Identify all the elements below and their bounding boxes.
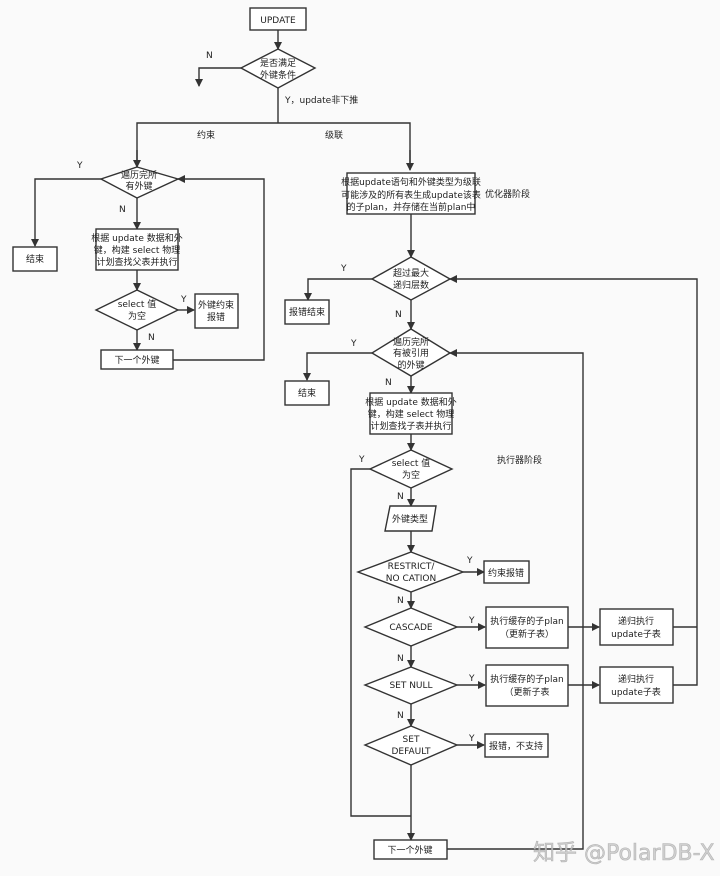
label-y: Y xyxy=(468,734,475,744)
executor-phase-annotation: 执行器阶段 xyxy=(497,454,542,466)
start-update-label: UPDATE xyxy=(260,16,296,26)
right-traverse-line3: 的外键 xyxy=(397,359,424,371)
right-build-line1: 根据 update 数据和外 xyxy=(365,396,456,408)
edge-split xyxy=(136,122,411,168)
right-setdefault-line1: SET xyxy=(403,735,420,745)
label-n: N xyxy=(397,492,404,502)
left-select-line2: 为空 xyxy=(128,310,146,322)
right-error-end-node xyxy=(284,299,330,325)
right-recurse2-line1: 递归执行 xyxy=(618,673,654,685)
label-y: Y xyxy=(340,264,347,274)
right-cascade-label: CASCADE xyxy=(389,623,433,633)
right-restrict-line1: RESTRICT/ xyxy=(388,562,436,572)
right-exec-subplan-node-1 xyxy=(485,606,569,649)
right-build-line2: 键，构建 select 物理 xyxy=(368,408,454,420)
label-constraint: 约束 xyxy=(197,129,215,141)
right-gen-subplan-node xyxy=(346,172,476,215)
right-recurse2-line2: update子表 xyxy=(611,686,661,698)
label-y: Y xyxy=(358,455,365,465)
right-gen-line2: 可能涉及的所有表生成update该表 xyxy=(341,189,481,201)
optimizer-phase-annotation: 优化器阶段 xyxy=(485,188,530,200)
edge-loop-recursion xyxy=(449,275,698,686)
right-gen-line3: 的子plan，并存储在当前plan中 xyxy=(347,201,476,213)
right-end-label: 结束 xyxy=(298,387,316,399)
edge-yes xyxy=(31,178,101,247)
edge-no xyxy=(195,67,241,87)
right-recurse1-line1: 递归执行 xyxy=(618,615,654,627)
right-exec1-line1: 执行缓存的子plan xyxy=(490,615,563,627)
left-build-line3: 计划查找父表并执行 xyxy=(96,256,177,268)
fk-condition-line1: 是否满足 xyxy=(260,58,296,69)
right-constraint-error-label: 约束报错 xyxy=(488,567,524,579)
label-y: Y xyxy=(466,556,473,566)
right-build-line3: 计划查找子表并执行 xyxy=(370,420,451,432)
left-fk-error-line2: 报错 xyxy=(207,311,225,323)
right-error-end-label: 报错结束 xyxy=(289,306,325,318)
left-traverse-line1: 遍历完所 xyxy=(121,169,157,181)
label-n: N xyxy=(148,333,155,343)
label-y-update-no-pushdown: Y，update非下推 xyxy=(284,94,358,106)
label-y: Y xyxy=(350,339,357,349)
left-select-empty-decision xyxy=(94,289,180,331)
left-build-line1: 根据 update 数据和外 xyxy=(91,232,182,244)
label-n: N xyxy=(119,205,126,215)
label-cascade: 级联 xyxy=(325,129,343,141)
right-recurse-node-1 xyxy=(599,608,674,646)
right-setdefault-decision xyxy=(363,725,459,766)
right-fk-type-label: 外键类型 xyxy=(392,513,428,525)
right-select-line1: select 值 xyxy=(392,457,431,469)
edge-loop-next-fk xyxy=(447,349,584,850)
edge-yes xyxy=(303,352,372,381)
left-fk-error-line1: 外键约束 xyxy=(198,299,234,311)
right-traverse-line1: 遍历完所 xyxy=(393,336,429,348)
label-y: Y xyxy=(76,161,83,171)
left-end-node xyxy=(12,246,58,272)
right-setdefault-line2: DEFAULT xyxy=(392,747,431,757)
right-select-empty-decision xyxy=(368,449,454,489)
right-exec1-line2: （更新子表） xyxy=(500,628,554,640)
fk-condition-line2: 外键条件 xyxy=(260,69,296,81)
label-y: Y xyxy=(468,616,475,626)
edge-loop xyxy=(173,175,265,361)
edge-yes-bypass xyxy=(350,468,411,817)
right-select-line2: 为空 xyxy=(402,469,420,481)
right-max-depth-line1: 超过最大 xyxy=(393,267,429,279)
label-y: Y xyxy=(468,674,475,684)
watermark: 知乎 @PolarDB-X xyxy=(533,841,715,866)
right-max-depth-line2: 递归层数 xyxy=(393,279,429,291)
left-fk-error-node xyxy=(194,293,239,329)
right-restrict-decision xyxy=(356,551,465,593)
right-traverse-line2: 有被引用 xyxy=(393,347,429,359)
label-n: N xyxy=(397,596,404,606)
right-exec2-line1: 执行缓存的子plan xyxy=(490,673,563,685)
edge-yes xyxy=(304,278,372,301)
left-select-line1: select 值 xyxy=(118,298,157,310)
right-recurse-node-2 xyxy=(599,666,674,704)
label-n: N xyxy=(397,711,404,721)
right-gen-line1: 根据update语句和外键类型为级联 xyxy=(341,176,481,188)
left-build-line2: 键，构建 select 物理 xyxy=(94,244,180,256)
right-setnull-label: SET NULL xyxy=(389,681,432,691)
right-constraint-error-node xyxy=(483,560,530,584)
left-next-fk-label: 下一个外键 xyxy=(114,354,159,366)
right-restrict-line2: NO CATION xyxy=(386,574,436,584)
right-exec2-line2: （更新子表 xyxy=(504,686,549,698)
left-end-label: 结束 xyxy=(26,253,44,265)
label-n: N xyxy=(206,51,213,61)
right-fk-type-input xyxy=(384,505,437,532)
right-exec-subplan-node-2 xyxy=(485,664,569,707)
right-unsupported-label: 报错，不支持 xyxy=(489,740,543,752)
right-recurse1-line2: update子表 xyxy=(611,628,661,640)
left-traverse-line2: 有外键 xyxy=(125,180,152,192)
right-next-fk-label: 下一个外键 xyxy=(387,844,432,856)
label-n: N xyxy=(385,378,392,388)
label-n: N xyxy=(395,310,402,320)
right-end-node xyxy=(284,380,330,406)
label-n: N xyxy=(397,654,404,664)
label-y: Y xyxy=(180,295,187,305)
right-unsupported-node xyxy=(484,733,549,758)
